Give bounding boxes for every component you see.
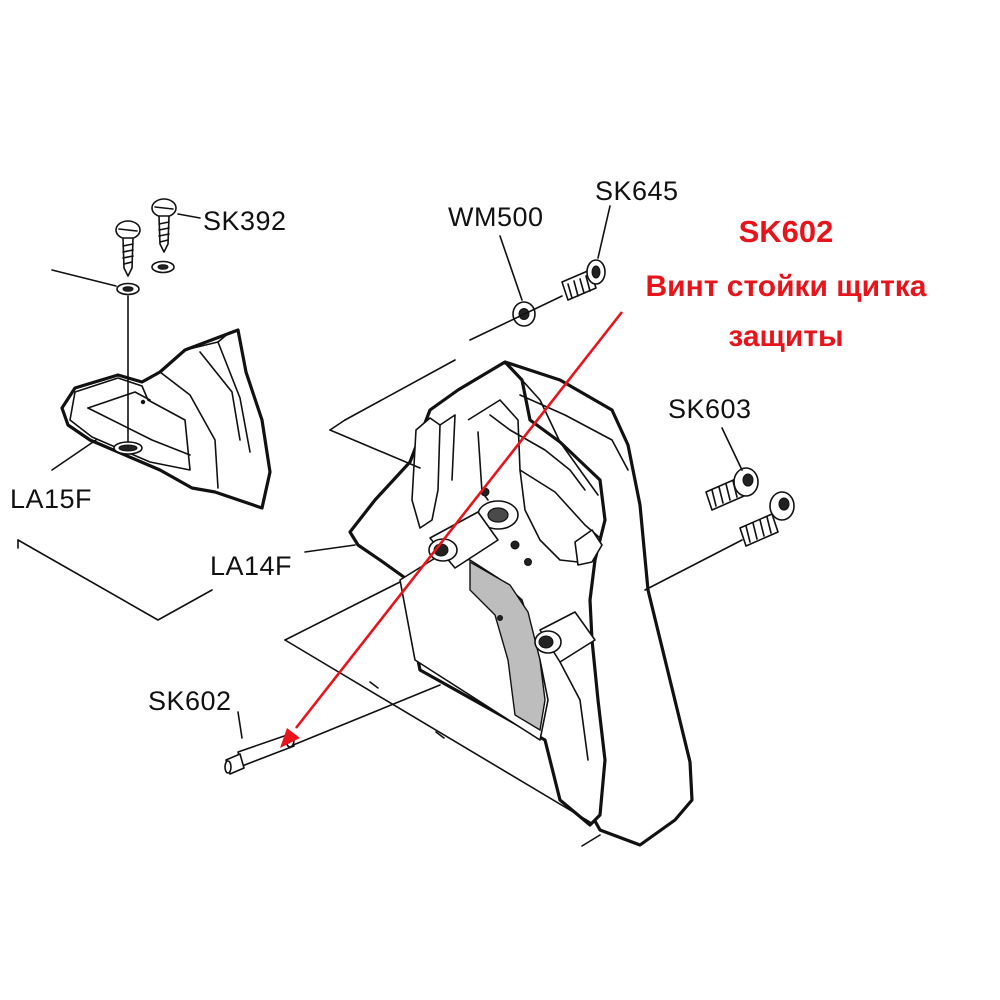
callout-code: SK602 bbox=[739, 214, 834, 249]
label-sk603: SK603 bbox=[668, 394, 752, 424]
callout-arrow-line bbox=[294, 311, 624, 729]
label-sk392: SK392 bbox=[203, 206, 287, 236]
sk392-washer bbox=[151, 260, 175, 274]
label-wm500: WM500 bbox=[448, 202, 544, 232]
sk603-screw-2 bbox=[739, 491, 795, 547]
sk603-screw-1 bbox=[705, 467, 759, 511]
callout-arrow-head bbox=[280, 728, 300, 748]
label-la15f: LA15F bbox=[10, 484, 92, 514]
sk602-pin bbox=[224, 732, 295, 775]
label-sk602: SK602 bbox=[148, 686, 232, 716]
red-callout: SK602 Винт стойки щитка защиты bbox=[280, 214, 927, 748]
callout-line2: защиты bbox=[728, 320, 843, 353]
boss-upper bbox=[477, 500, 519, 530]
boss-mid bbox=[428, 511, 499, 569]
sk392-screw-2 bbox=[151, 198, 177, 253]
la15f-part bbox=[60, 328, 272, 510]
sk392-screw-1 bbox=[115, 220, 141, 277]
callout-line1: Винт стойки щитка bbox=[646, 270, 927, 303]
boss-lower bbox=[534, 611, 596, 761]
washer-small bbox=[116, 282, 140, 296]
la14f-part bbox=[348, 360, 694, 847]
label-la14f: LA14F bbox=[210, 551, 292, 581]
sk645-screw bbox=[561, 259, 606, 301]
label-sk645: SK645 bbox=[595, 176, 679, 206]
